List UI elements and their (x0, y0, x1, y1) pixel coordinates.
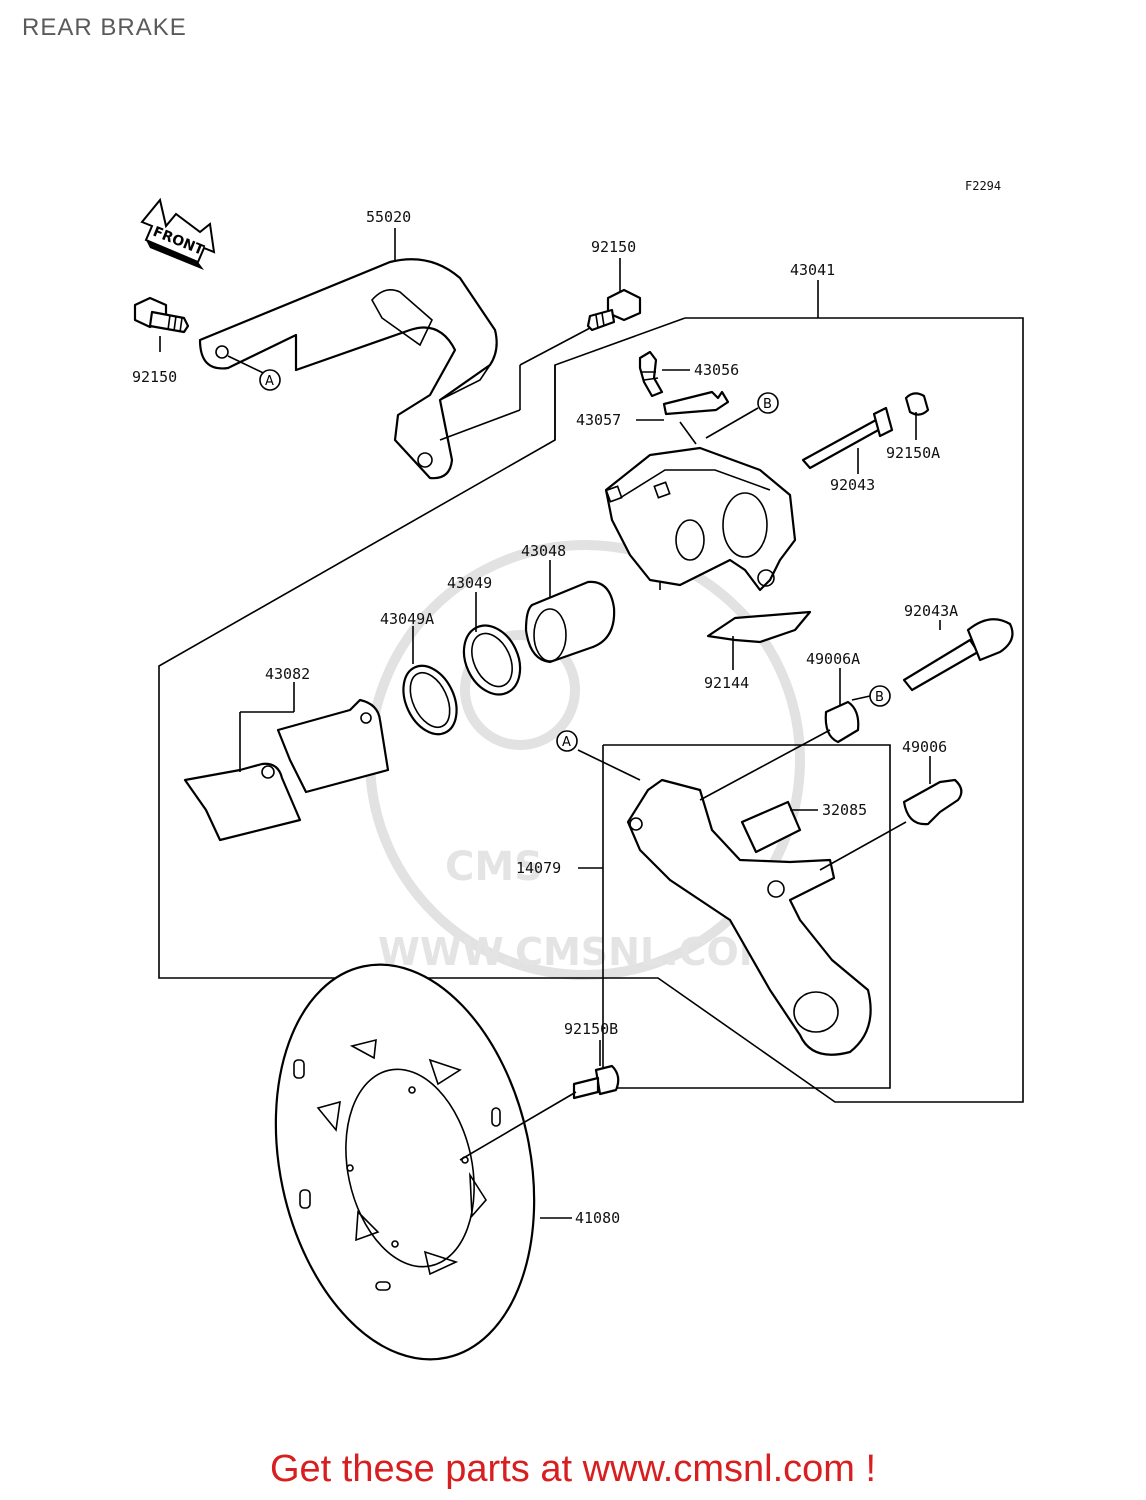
caliper-body (604, 446, 797, 592)
part-label-43048: 43048 (521, 542, 566, 560)
brake-disc-41080 (274, 963, 536, 1361)
part-label-92150-left: 92150 (132, 368, 177, 386)
slide-pin-92043 (801, 406, 894, 470)
part-label-43049a: 43049A (380, 610, 434, 628)
part-label-92144: 92144 (704, 674, 749, 692)
brake-pads-43082 (183, 698, 390, 842)
part-label-43056: 43056 (694, 361, 739, 379)
caliper-holder-14079 (626, 778, 872, 1056)
slide-pin-92043A (902, 618, 1014, 692)
bracket-55020 (198, 258, 498, 480)
part-label-49006: 49006 (902, 738, 947, 756)
part-label-43049: 43049 (447, 574, 492, 592)
ref-marker-a-caliper: A (556, 730, 578, 752)
watermark-url-text: WWW.CMSNL.COM (378, 930, 777, 974)
ref-label: A (265, 374, 274, 389)
part-label-49006a: 49006A (806, 650, 860, 668)
ref-marker-a-bracket: A (259, 369, 281, 391)
caliper-assembly-outline (158, 317, 1024, 1103)
ref-marker-b-top: B (757, 392, 779, 414)
parts-diagram: CMS WWW.CMSNL.COM F2294 FRONT (132, 179, 1024, 1361)
part-label-92150-top: 92150 (591, 238, 636, 256)
cap-92150A (904, 392, 930, 416)
pad-spring-32085 (740, 800, 802, 854)
bolt-92150-top (586, 288, 642, 332)
leader-lines (159, 228, 941, 1219)
screw-92150B (572, 1064, 620, 1100)
pad-spring-43057 (662, 390, 730, 416)
watermark-logo-text: CMS (445, 844, 543, 890)
figure-code: F2294 (965, 179, 1001, 193)
part-label-92043a: 92043A (904, 602, 958, 620)
boot-49006A (824, 700, 860, 744)
part-label-43041: 43041 (790, 261, 835, 279)
piston-seal-43049A (402, 664, 458, 736)
part-label-43057: 43057 (576, 411, 621, 429)
page-title: REAR BRAKE (22, 14, 187, 41)
ref-label: A (562, 735, 571, 750)
front-arrow-icon: FRONT (140, 197, 216, 270)
part-label-92043: 92043 (830, 476, 875, 494)
ref-label: B (875, 690, 884, 705)
pad-spring-92144 (706, 610, 812, 644)
ref-marker-b-pin: B (869, 685, 891, 707)
bolt-92150-left (133, 296, 190, 334)
part-label-43082: 43082 (265, 665, 310, 683)
caliper-holder-outline (602, 744, 891, 1089)
ref-label: B (763, 397, 772, 412)
footer-link[interactable]: Get these parts at www.cmsnl.com ! (269, 1448, 877, 1490)
part-label-14079: 14079 (516, 859, 561, 877)
part-label-92150b: 92150B (564, 1020, 618, 1038)
bleeder-valve-43056 (638, 350, 664, 398)
part-label-55020: 55020 (366, 208, 411, 226)
boot-49006 (902, 778, 963, 826)
part-label-92150a: 92150A (886, 444, 940, 462)
part-label-41080: 41080 (575, 1209, 620, 1227)
piston-43048 (524, 580, 616, 664)
part-label-32085: 32085 (822, 801, 867, 819)
